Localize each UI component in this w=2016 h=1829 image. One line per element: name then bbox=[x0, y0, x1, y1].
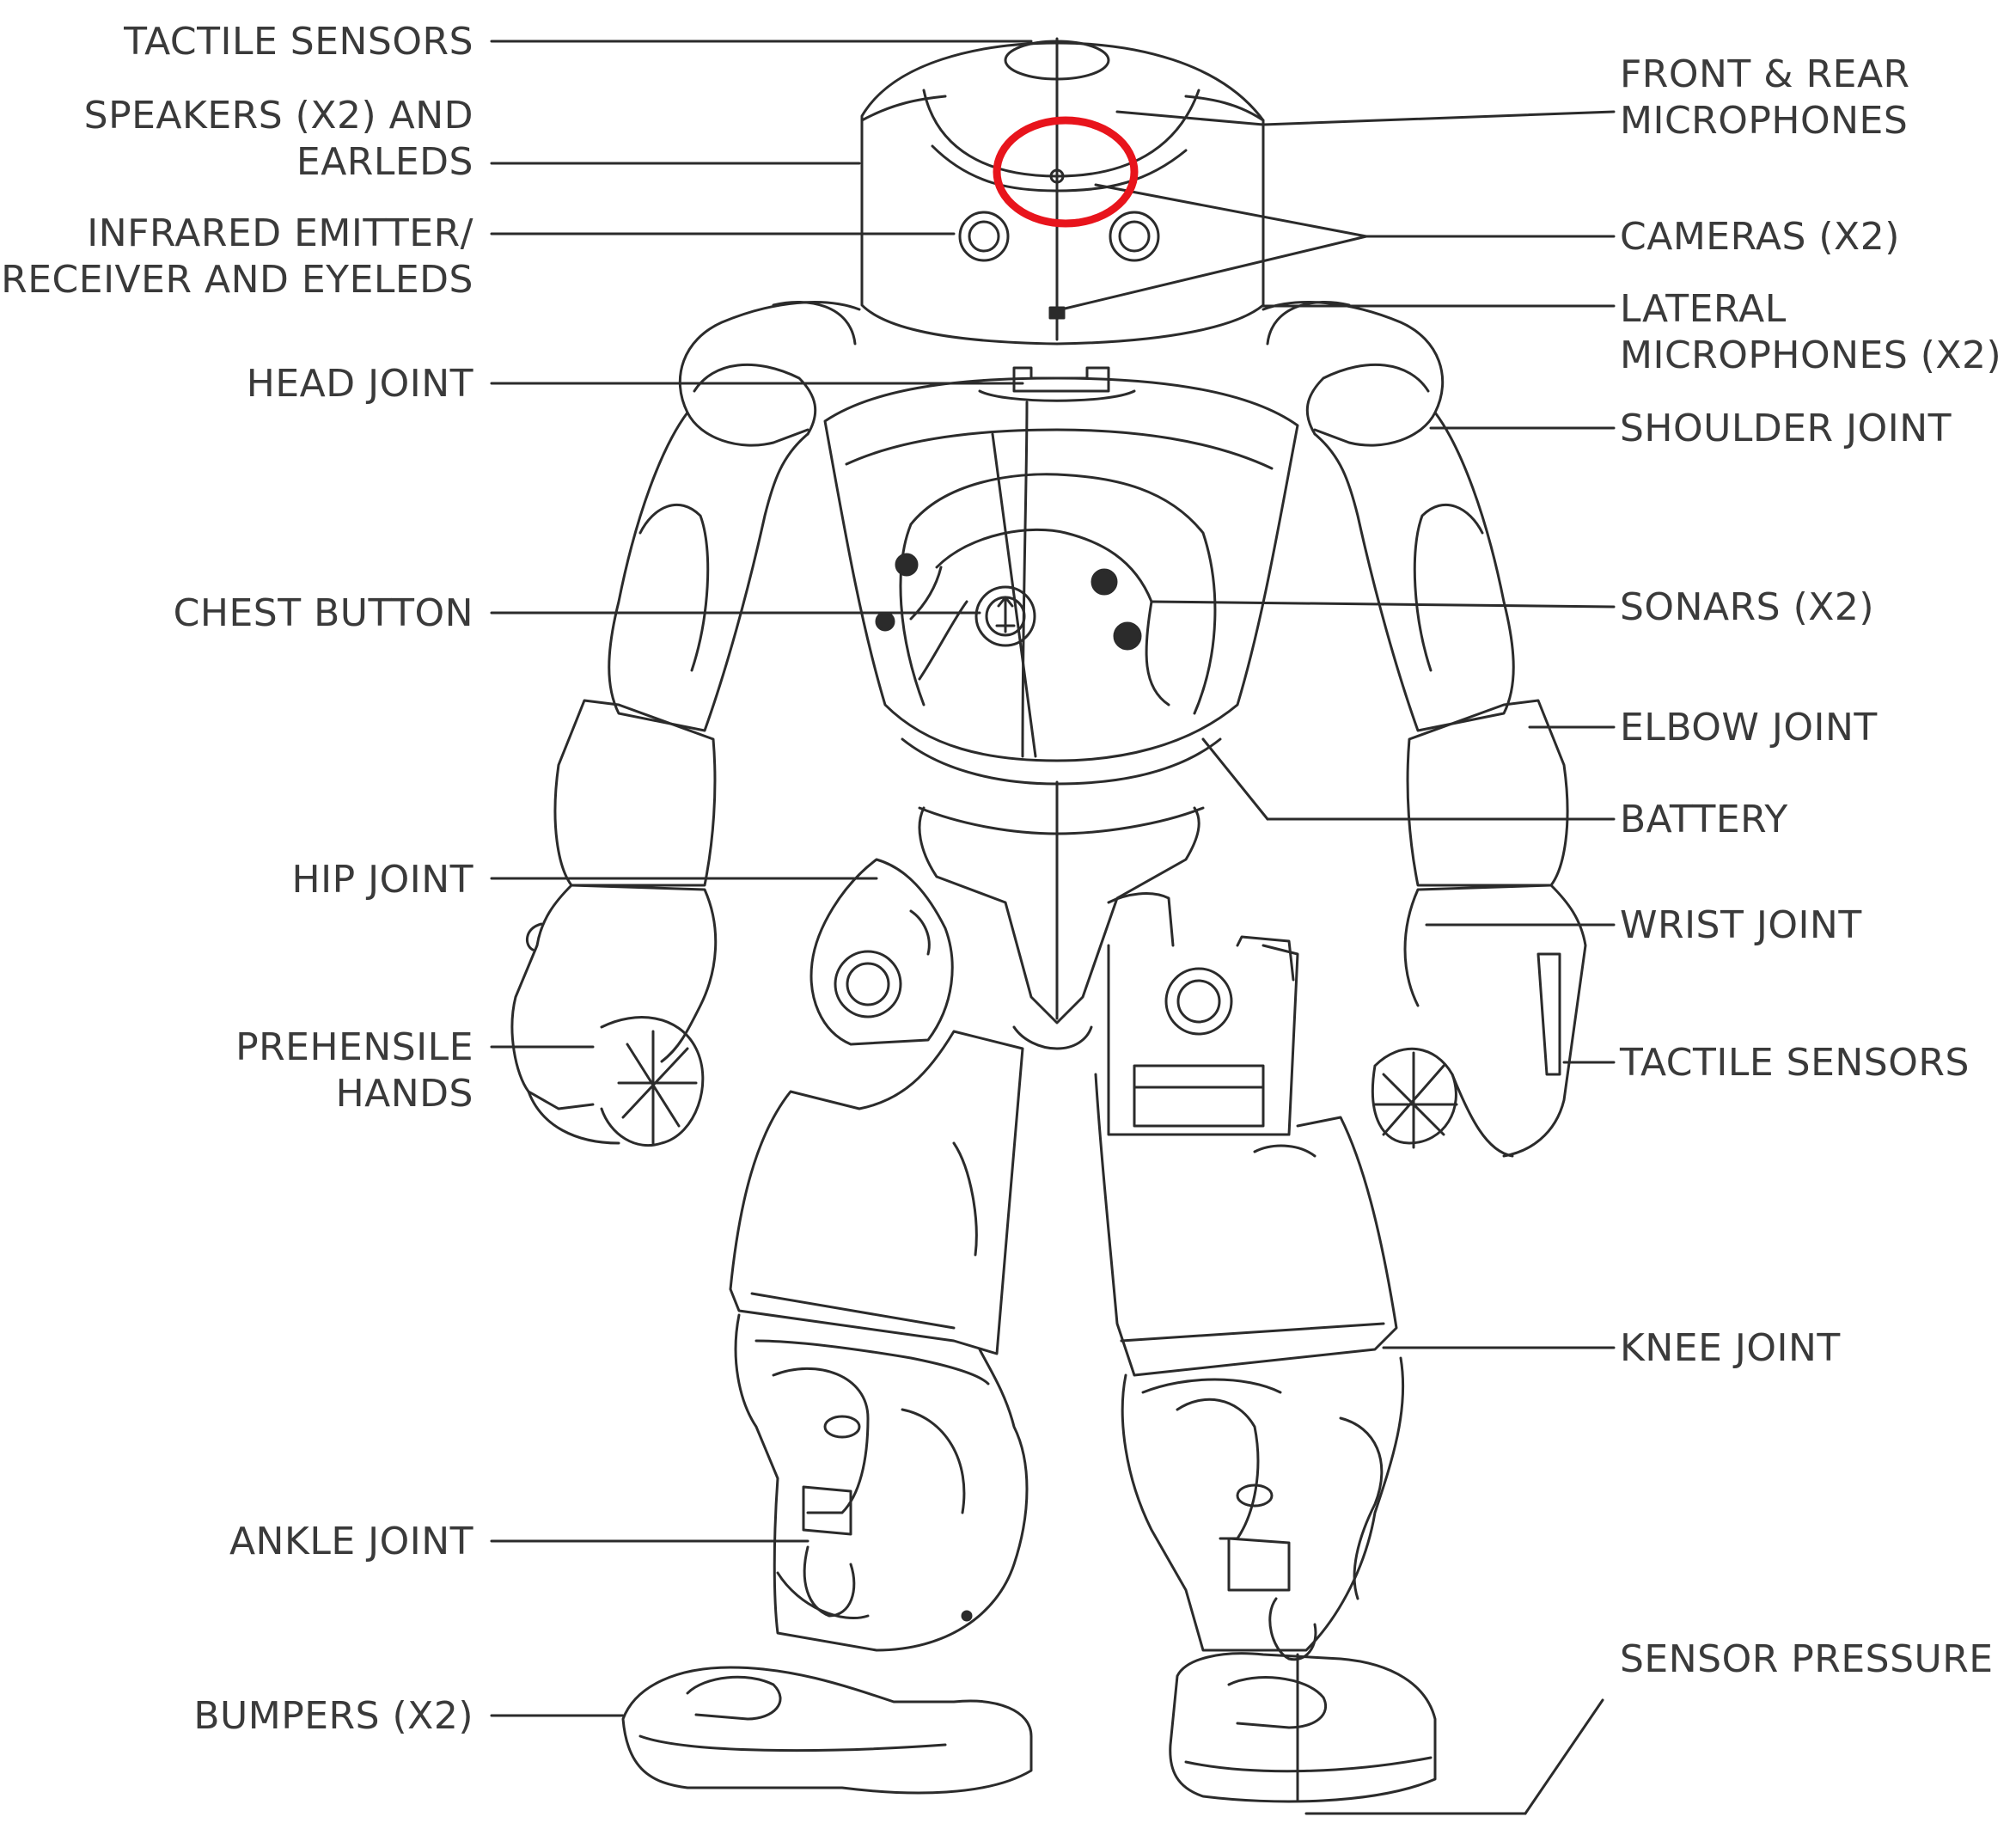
label-infrared: INFRARED EMITTER/ RECEIVER AND EYELEDS bbox=[1, 211, 473, 302]
label-prehensile-hands: PREHENSILE HANDS bbox=[235, 1025, 473, 1116]
robot-feet bbox=[621, 1652, 1437, 1803]
robot-hips bbox=[809, 858, 1299, 1136]
label-wrist-joint: WRIST JOINT bbox=[1620, 903, 1862, 947]
label-knee-joint: KNEE JOINT bbox=[1620, 1326, 1841, 1370]
robot-head bbox=[860, 37, 1265, 346]
robot-left-arm bbox=[510, 300, 861, 1147]
robot-thighs bbox=[729, 1030, 1398, 1377]
robot-lower-legs bbox=[734, 1313, 1405, 1661]
robot-right-arm bbox=[1262, 300, 1587, 1158]
label-speakers: SPEAKERS (X2) AND EARLEDS bbox=[83, 94, 473, 184]
label-ankle-joint: ANKLE JOINT bbox=[229, 1520, 473, 1563]
label-microphones: FRONT & REAR MICROPHONES bbox=[1620, 52, 1910, 143]
robot-neck bbox=[978, 366, 1136, 402]
label-tactile-sensors-hand: TACTILE SENSORS bbox=[1620, 1041, 1970, 1085]
leader-lines-right bbox=[1060, 110, 1616, 1815]
label-shoulder-joint: SHOULDER JOINT bbox=[1620, 407, 1952, 450]
label-sonars: SONARS (X2) bbox=[1620, 585, 1875, 629]
robot-torso bbox=[823, 376, 1299, 1050]
highlight-circle bbox=[993, 116, 1139, 228]
label-elbow-joint: ELBOW JOINT bbox=[1620, 706, 1878, 749]
label-lateral-microphones: LATERAL MICROPHONES (X2) bbox=[1620, 287, 2002, 377]
label-head-joint: HEAD JOINT bbox=[246, 362, 473, 406]
leader-lines-left bbox=[490, 40, 1033, 1717]
label-sensor-pressure: SENSOR PRESSURE bbox=[1620, 1637, 1994, 1681]
label-battery: BATTERY bbox=[1620, 798, 1788, 841]
label-chest-button: CHEST BUTTON bbox=[173, 591, 473, 635]
label-bumpers: BUMPERS (X2) bbox=[193, 1694, 473, 1738]
label-hip-joint: HIP JOINT bbox=[291, 858, 473, 902]
label-cameras: CAMERAS (X2) bbox=[1620, 215, 1900, 259]
label-tactile-sensors-head: TACTILE SENSORS bbox=[124, 20, 473, 64]
